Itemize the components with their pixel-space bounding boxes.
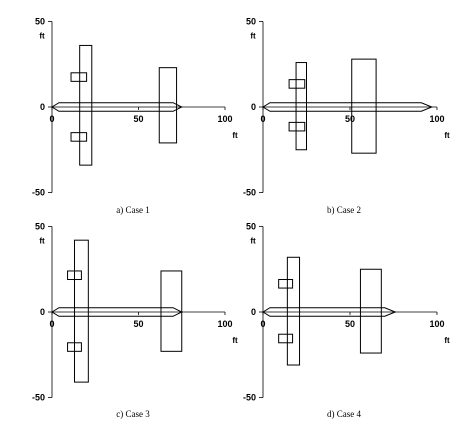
y-axis-unit: ft (250, 237, 256, 246)
x-tick-label: 0 (49, 114, 54, 124)
x-tick-label: 100 (217, 319, 232, 329)
x-tick-label: 100 (429, 114, 444, 124)
panel-shapes (51, 44, 183, 166)
y-tick-label: 50 (35, 17, 45, 27)
y-tick-label: 50 (246, 222, 256, 232)
engine-rect (70, 132, 88, 142)
tail-rect (351, 58, 377, 154)
x-tick-label: 0 (260, 114, 265, 124)
x-tick-label: 100 (217, 114, 232, 124)
x-axis-unit: ft (444, 131, 450, 140)
engine-rect (288, 79, 306, 89)
fuselage-outline (51, 307, 183, 317)
y-tick-label: 50 (246, 17, 256, 27)
x-axis-unit: ft (232, 131, 238, 140)
y-tick-label: -50 (32, 188, 45, 198)
y-tick-label: -50 (243, 393, 256, 403)
panel-shapes (51, 239, 183, 383)
y-tick-label: 50 (35, 222, 45, 232)
panel-caption: d) Case 4 (327, 409, 361, 419)
engine-rect (288, 121, 306, 132)
x-tick-label: 50 (345, 114, 355, 124)
y-tick-label: 0 (251, 102, 256, 112)
engine-rect (278, 333, 294, 344)
x-tick-label: 50 (133, 114, 143, 124)
engine-rect (278, 279, 294, 289)
wing-rect (295, 62, 307, 151)
tail-rect (359, 268, 382, 354)
y-axis-unit: ft (250, 32, 256, 41)
panel-caption: a) Case 1 (116, 205, 150, 215)
y-tick-label: -50 (243, 188, 256, 198)
fuselage-outline (262, 307, 397, 317)
y-tick-label: 0 (40, 307, 45, 317)
y-tick-label: -50 (32, 393, 45, 403)
wing-rect (286, 256, 301, 366)
y-tick-label: 0 (251, 307, 256, 317)
panel-caption: b) Case 2 (327, 205, 361, 215)
x-tick-label: 100 (429, 319, 444, 329)
x-tick-label: 50 (345, 319, 355, 329)
wing-rect (79, 44, 93, 166)
tail-rect (160, 270, 183, 352)
y-axis-unit: ft (39, 32, 45, 41)
y-tick-label: 0 (40, 102, 45, 112)
tail-rect (158, 67, 178, 144)
x-axis-unit: ft (444, 336, 450, 345)
engine-rect (70, 72, 88, 82)
panel-caption: c) Case 3 (116, 409, 150, 419)
fuselage-outline (262, 102, 434, 112)
engine-rect (67, 342, 82, 352)
x-tick-label: 50 (133, 319, 143, 329)
panel-shapes (262, 58, 434, 154)
wing-rect (73, 239, 89, 383)
x-tick-label: 0 (49, 319, 54, 329)
x-tick-label: 0 (260, 319, 265, 329)
fuselage-outline (51, 102, 183, 112)
engine-rect (67, 270, 82, 281)
y-axis-unit: ft (39, 237, 45, 246)
x-axis-unit: ft (232, 336, 238, 345)
panel-shapes (262, 256, 397, 366)
